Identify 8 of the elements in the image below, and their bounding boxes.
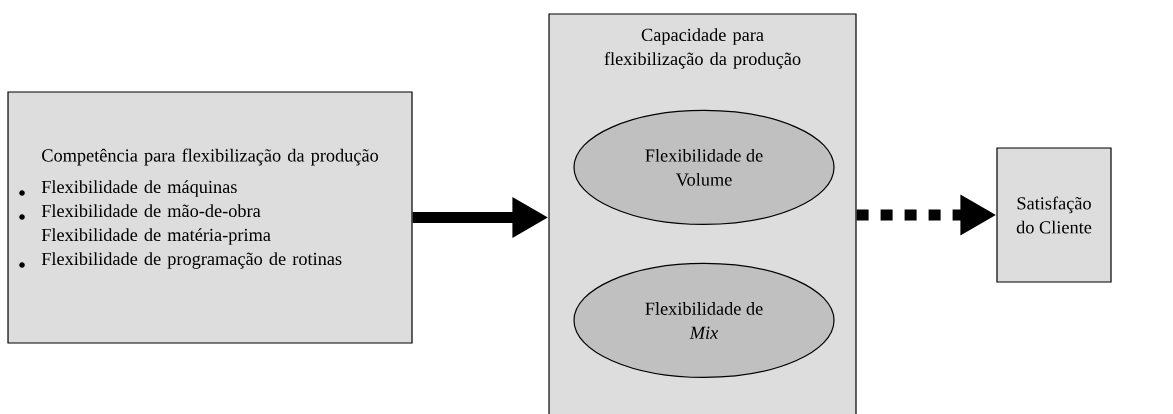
process-box: Satisfação do Cliente xyxy=(996,147,1112,283)
list-item: Flexibilidade de máquinas xyxy=(41,180,237,197)
list-item: Flexibilidade de matéria-prima xyxy=(41,228,271,245)
list-item: Flexibilidade de mão-de-obra xyxy=(41,204,261,218)
heading: Capacidade para flexibilização da produção xyxy=(604,28,801,69)
heading: Competência para flexibilização da produção xyxy=(42,148,379,166)
list-item: Flexibilidade de programação de rotinas xyxy=(41,252,342,269)
list-box xyxy=(7,91,413,344)
